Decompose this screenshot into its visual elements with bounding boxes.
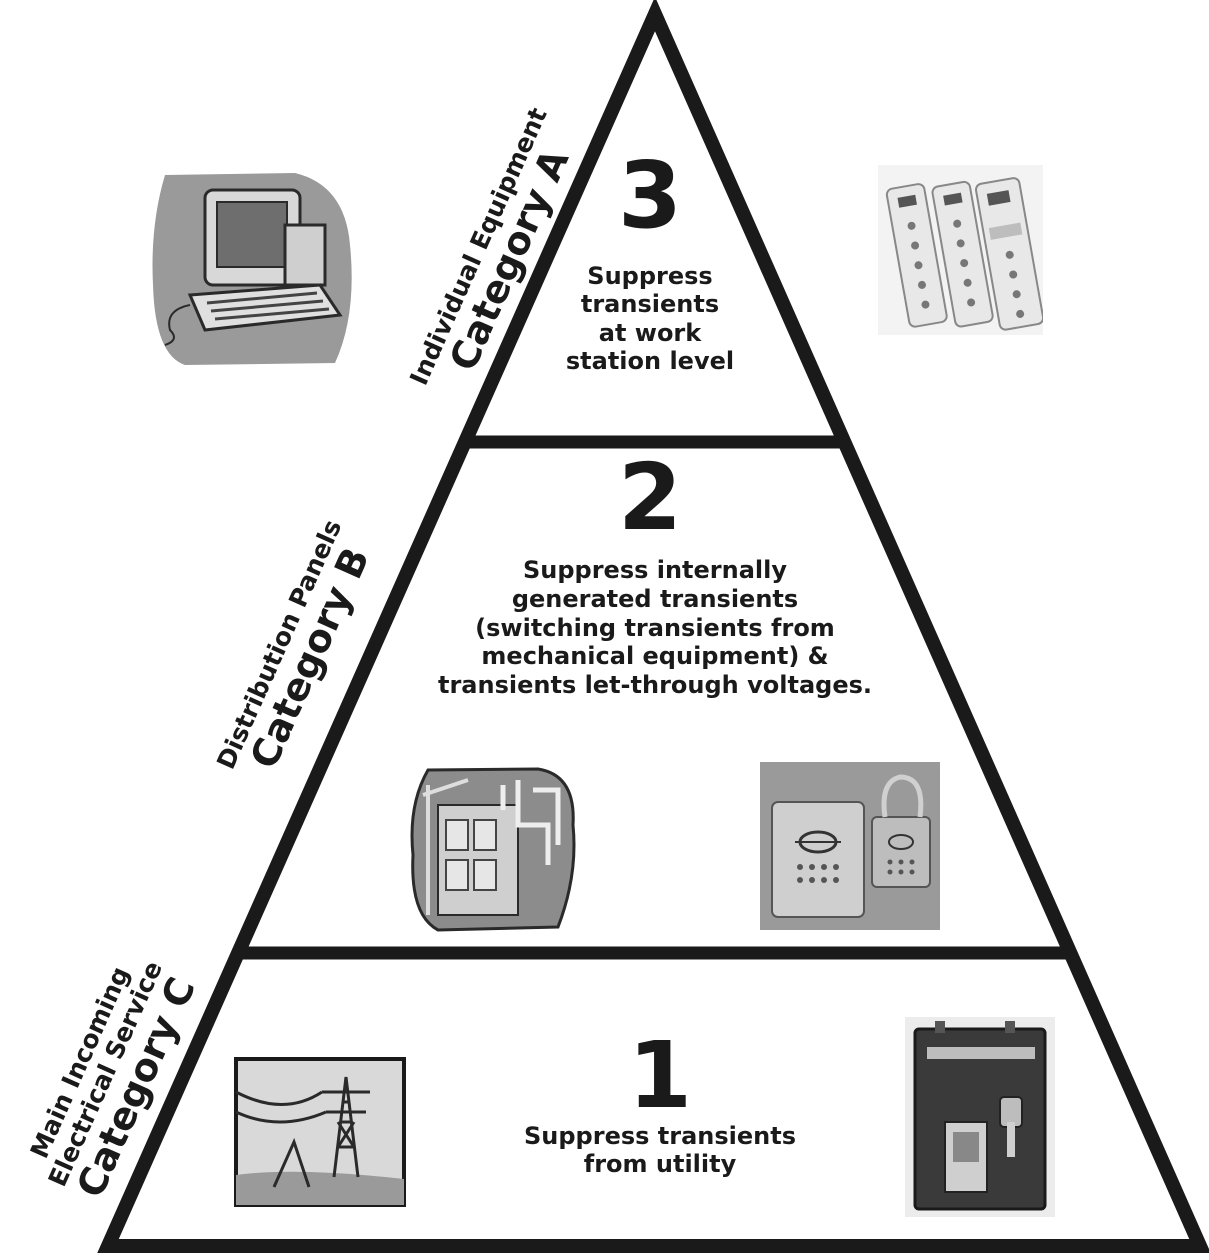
tier-3-number: 3 xyxy=(617,142,682,249)
surge-suppressor-panels-photo xyxy=(760,762,940,930)
tier-2-line: generated transients xyxy=(511,584,799,613)
tier-1-line: from utility xyxy=(583,1150,737,1179)
tier-2-line: mechanical equipment) & xyxy=(481,642,829,671)
tier-2-line: transients let-through voltages. xyxy=(438,671,872,700)
tier-3-line: Suppress xyxy=(587,262,713,290)
tier-2-line: Suppress internally xyxy=(522,556,788,584)
pyramid-triangle xyxy=(97,0,1209,1253)
tier-3-line: transients xyxy=(580,290,720,319)
tier-1-description: Suppress transients from utility xyxy=(470,1122,850,1179)
tier-1-line: Suppress transients xyxy=(524,1122,796,1150)
tier-1-number: 1 xyxy=(627,1022,692,1129)
distribution-panel-clipart-icon xyxy=(410,767,576,932)
tier-3-description: Suppress transients at work station leve… xyxy=(545,262,755,375)
tier-3-line: at work xyxy=(598,318,702,347)
tier-2-line: (switching transients from xyxy=(475,613,835,642)
tier-3-line: station level xyxy=(565,346,735,375)
tier-2-description: Suppress internally generated transients… xyxy=(360,556,950,700)
power-line-tower-icon xyxy=(234,1057,406,1207)
service-entrance-suppressor-photo xyxy=(905,1017,1055,1217)
tier-2-number: 2 xyxy=(617,444,682,551)
power-strips-photo xyxy=(878,165,1043,335)
computer-workstation-icon xyxy=(152,173,352,365)
